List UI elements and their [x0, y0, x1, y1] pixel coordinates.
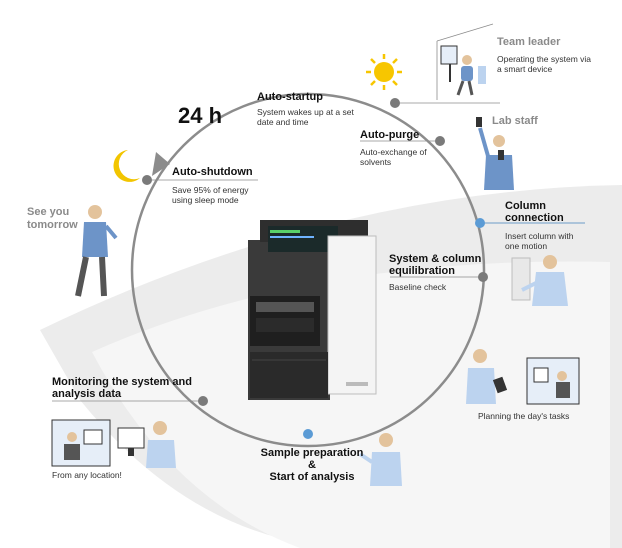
auto-purge-desc: Auto-exchange of solvents	[360, 147, 427, 167]
sample-prep-title-1: Sample preparation	[260, 447, 364, 459]
team-leader-title: Team leader	[497, 36, 561, 48]
node-column-connection	[475, 218, 485, 228]
waving-man-figure	[75, 205, 118, 297]
node-auto-shutdown	[142, 175, 152, 185]
auto-purge-title: Auto-purge	[360, 129, 420, 141]
step-column-connection: Column connection Insert column with one…	[505, 200, 615, 251]
step-auto-startup: Auto-startup System wakes up at a set da…	[257, 91, 397, 127]
node-equilibration	[478, 272, 488, 282]
auto-startup-title: Auto-startup	[257, 91, 323, 103]
step-monitoring: Monitoring the system and analysis data	[52, 376, 192, 400]
step-auto-purge: Auto-purge Auto-exchange of solvents	[360, 129, 450, 167]
team-leader-figure	[440, 45, 486, 96]
step-sample-prep: Sample preparation & Start of analysis	[252, 447, 372, 483]
column-connection-title: Column connection	[505, 200, 564, 224]
cycle-circle	[130, 92, 486, 448]
planning-caption: Planning the day's tasks	[478, 411, 570, 421]
node-monitoring	[198, 396, 208, 406]
node-auto-purge	[435, 136, 445, 146]
equilibration-desc: Baseline check	[389, 282, 447, 292]
auto-shutdown-desc: Save 95% of energy using sleep mode	[172, 185, 249, 205]
step-auto-shutdown: Auto-shutdown Save 95% of energy using s…	[172, 166, 272, 205]
see-you-label: See you tomorrow	[27, 206, 78, 231]
sample-prep-amp: &	[308, 459, 316, 471]
instrument-icon	[248, 220, 377, 400]
node-sample-prep	[303, 429, 313, 439]
lab-staff-label: Lab staff	[492, 115, 538, 127]
sample-prep-figure	[358, 433, 402, 486]
team-leader-desc: Operating the system via a smart device	[497, 54, 592, 74]
background-band-inner	[92, 261, 610, 548]
team-leader-label: Team leader Operating the system via a s…	[497, 36, 607, 74]
planning-figures	[466, 349, 580, 405]
cycle-arrow-icon	[152, 152, 170, 176]
moon-icon	[113, 150, 140, 182]
step-equilibration: System & column equilibration Baseline c…	[389, 253, 489, 292]
sample-prep-title-2: Start of analysis	[269, 471, 355, 483]
cycle-label: 24 h	[178, 103, 223, 128]
sun-icon	[366, 54, 402, 90]
node-auto-startup	[390, 98, 400, 108]
lab-staff-figure	[476, 117, 514, 190]
monitoring-title: Monitoring the system and analysis data	[52, 376, 192, 400]
monitoring-caption: From any location!	[52, 470, 122, 480]
auto-startup-desc: System wakes up at a set date and time	[257, 107, 354, 127]
column-connection-desc: Insert column with one motion	[505, 231, 574, 251]
equilibration-title: System & column equilibration	[389, 253, 482, 277]
auto-shutdown-title: Auto-shutdown	[172, 166, 253, 178]
monitoring-figures	[51, 419, 176, 468]
column-connection-figure	[511, 255, 568, 306]
